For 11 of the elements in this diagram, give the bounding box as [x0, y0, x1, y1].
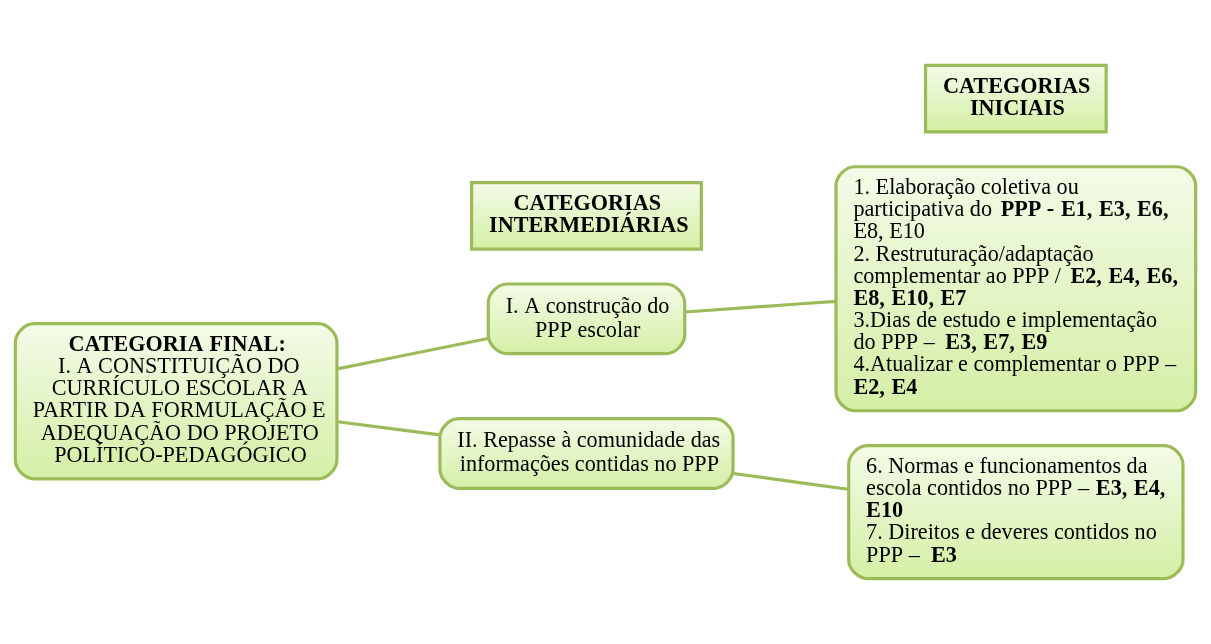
- node-box: CATEGORIA FINAL: I. A CONSTITUIÇÃO DO CURRÍCULO ESCOLAR A PARTIR DA FORMULAÇÃO E ADEQUAÇÃO DO PROJETO POLÍTICO-PEDAGÓGICO: [13, 322, 339, 481]
- node-box: CATEGORIAS INTERMEDIÁRIAS: [470, 181, 703, 251]
- connector: [337, 336, 489, 371]
- node-box: II. Repasse à comunidade das informações contidas no PPP: [438, 417, 735, 490]
- connector: [684, 299, 836, 314]
- connector: [733, 471, 849, 491]
- node-box: CATEGORIAS INICIAIS: [923, 63, 1108, 134]
- node-box: 1. Elaboração coletiva ou participativa do PPP - E1, E3, E6, E8, E10 2. Restruturação/adaptação complementar ao PPP / E2, E4, E6, E8, E10, E7 3.Dias de estudo e implementação do PPP – E3, E7, E9 4.Atualizar e complementar o PPP – E2, E4: [834, 165, 1198, 413]
- connector: [337, 420, 440, 437]
- node-box: 6. Normas e funcionamentos da escola contidos no PPP – E3, E4, E10 7. Direitos e deveres contidos no PPP – E3: [847, 444, 1185, 581]
- node-box: I. A construção do PPP escolar: [486, 282, 687, 356]
